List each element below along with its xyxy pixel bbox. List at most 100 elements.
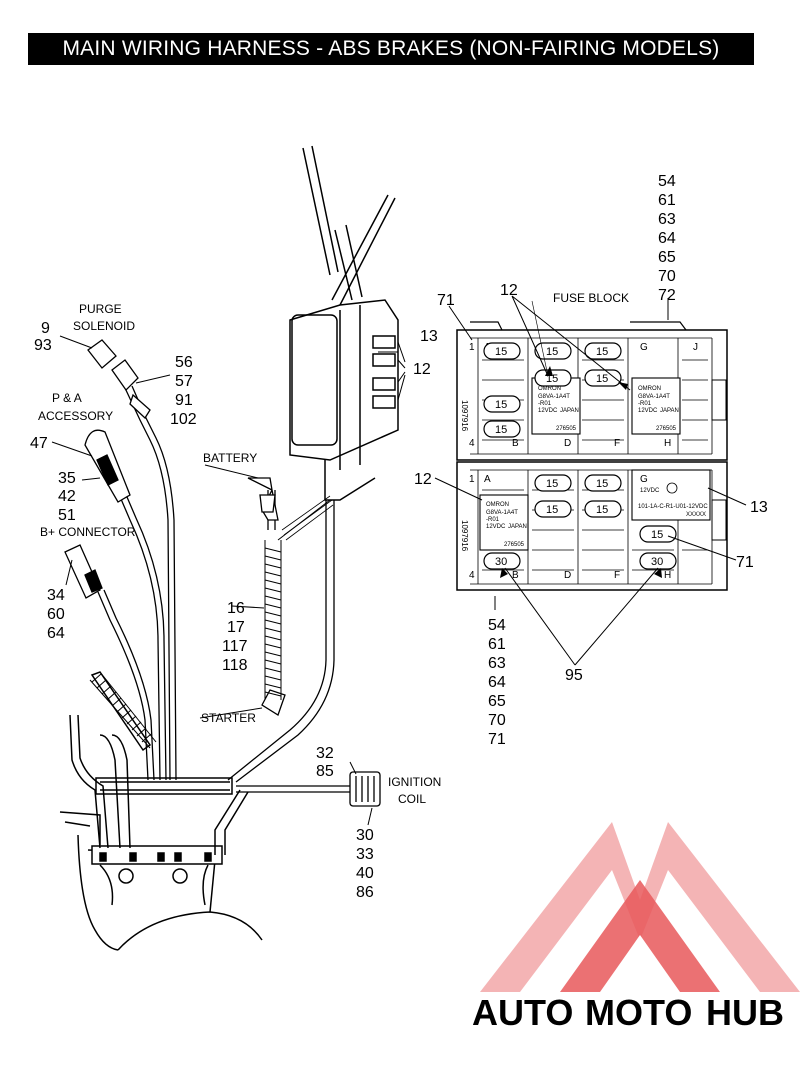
- svg-text:47: 47: [30, 435, 48, 452]
- svg-text:30: 30: [495, 556, 507, 568]
- left-coiled-conduit: [89, 671, 157, 749]
- connectors: [64, 339, 381, 807]
- svg-text:64: 64: [658, 230, 676, 247]
- svg-text:51: 51: [58, 507, 76, 524]
- harness-wires: [97, 385, 350, 793]
- svg-text:P & A: P & A: [52, 391, 82, 405]
- svg-text:XXXXX: XXXXX: [686, 512, 706, 518]
- svg-text:63: 63: [658, 211, 676, 228]
- leader-lines: [51, 335, 406, 826]
- svg-text:G8VA-1A4T: G8VA-1A4T: [486, 510, 518, 516]
- svg-text:40: 40: [356, 865, 374, 882]
- fuse-block: OMRON G8VA-1A4T -R01 12VDC JAPAN 276505 …: [434, 295, 747, 666]
- svg-text:BATTERY: BATTERY: [203, 451, 257, 465]
- page-title: MAIN WIRING HARNESS - ABS BRAKES (NON-FA…: [28, 33, 754, 65]
- svg-text:95: 95: [565, 667, 583, 684]
- relay-labels: OMRON G8VA-1A4T -R01 12VDC JAPAN 276505 …: [486, 386, 708, 548]
- svg-text:IGNITION: IGNITION: [388, 775, 441, 789]
- svg-text:118: 118: [222, 657, 248, 674]
- svg-text:H: H: [664, 570, 671, 581]
- svg-text:G8VA-1A4T: G8VA-1A4T: [538, 394, 570, 400]
- frame-assembly: [59, 145, 399, 951]
- svg-text:-R01: -R01: [638, 401, 652, 407]
- svg-text:61: 61: [488, 636, 506, 653]
- svg-text:276505: 276505: [504, 542, 525, 548]
- svg-text:70: 70: [658, 268, 676, 285]
- svg-text:15: 15: [596, 504, 608, 516]
- fuse-ratings: 15 15 15 15 15 15 15 15 15 15 15 15 30 3…: [495, 346, 663, 568]
- svg-text:65: 65: [488, 693, 506, 710]
- svg-text:42: 42: [58, 488, 76, 505]
- component-labels: PURGE SOLENOID P & A ACCESSORY B+ CONNEC…: [38, 291, 629, 806]
- svg-text:30: 30: [356, 827, 374, 844]
- svg-text:12: 12: [500, 282, 518, 299]
- svg-text:STARTER: STARTER: [201, 711, 256, 725]
- svg-text:F: F: [614, 570, 620, 581]
- watermark-logo: [480, 822, 800, 992]
- svg-text:D: D: [564, 438, 571, 449]
- svg-text:15: 15: [495, 346, 507, 358]
- svg-text:J: J: [693, 342, 698, 353]
- callout-numbers: 9 93 56 57 91 102 47 35 42 51 34 60 64 1…: [30, 173, 768, 901]
- svg-text:33: 33: [356, 846, 374, 863]
- purge-solenoid-connector: [87, 339, 117, 369]
- svg-text:SOLENOID: SOLENOID: [73, 319, 135, 333]
- svg-text:F: F: [614, 438, 620, 449]
- svg-text:54: 54: [658, 173, 676, 190]
- svg-text:15: 15: [546, 478, 558, 490]
- svg-text:276505: 276505: [556, 426, 577, 432]
- svg-text:71: 71: [437, 292, 455, 309]
- svg-text:FUSE BLOCK: FUSE BLOCK: [553, 291, 629, 305]
- svg-text:HUB: HUB: [706, 992, 784, 1033]
- svg-text:15: 15: [546, 504, 558, 516]
- svg-text:56: 56: [175, 354, 193, 371]
- svg-text:276505: 276505: [656, 426, 677, 432]
- svg-text:4: 4: [469, 570, 475, 581]
- svg-text:35: 35: [58, 470, 76, 487]
- svg-text:1: 1: [469, 474, 475, 485]
- svg-text:12VDC: 12VDC: [640, 488, 660, 494]
- fuse-block-side-code: 1097916: [460, 400, 469, 432]
- svg-text:15: 15: [596, 478, 608, 490]
- svg-text:102: 102: [170, 411, 197, 428]
- svg-text:17: 17: [227, 619, 245, 636]
- svg-text:101-1A-C-R1-U01-12VDC: 101-1A-C-R1-U01-12VDC: [638, 504, 708, 510]
- svg-text:71: 71: [736, 554, 754, 571]
- svg-text:15: 15: [546, 346, 558, 358]
- svg-text:85: 85: [316, 763, 334, 780]
- svg-text:JAPAN: JAPAN: [508, 524, 527, 530]
- svg-text:G: G: [640, 342, 648, 353]
- svg-text:72: 72: [658, 287, 676, 304]
- svg-text:13: 13: [420, 328, 438, 345]
- svg-text:13: 13: [750, 499, 768, 516]
- svg-text:H: H: [664, 438, 671, 449]
- svg-text:4: 4: [469, 438, 475, 449]
- relays: [479, 377, 711, 551]
- svg-text:12VDC: 12VDC: [638, 408, 658, 414]
- svg-text:D: D: [564, 570, 571, 581]
- svg-text:15: 15: [651, 529, 663, 541]
- svg-text:OMRON: OMRON: [486, 502, 509, 508]
- svg-text:B: B: [512, 570, 519, 581]
- svg-text:60: 60: [47, 606, 65, 623]
- svg-text:B+ CONNECTOR: B+ CONNECTOR: [40, 525, 136, 539]
- ignition-coil-connector: [349, 771, 381, 807]
- svg-text:30: 30: [651, 556, 663, 568]
- watermark-text: AUTO MOTO HUB: [472, 992, 784, 1033]
- starter-coil-harness: [261, 495, 334, 716]
- svg-text:COIL: COIL: [398, 792, 426, 806]
- svg-text:65: 65: [658, 249, 676, 266]
- svg-text:70: 70: [488, 712, 506, 729]
- svg-text:63: 63: [488, 655, 506, 672]
- svg-text:-R01: -R01: [538, 401, 552, 407]
- svg-text:9: 9: [41, 320, 50, 337]
- svg-text:ACCESSORY: ACCESSORY: [38, 409, 113, 423]
- svg-text:12VDC: 12VDC: [538, 408, 558, 414]
- svg-text:JAPAN: JAPAN: [560, 408, 579, 414]
- connector-56: [129, 393, 151, 420]
- svg-text:86: 86: [356, 884, 374, 901]
- svg-text:G: G: [640, 474, 648, 485]
- svg-text:15: 15: [596, 346, 608, 358]
- svg-text:57: 57: [175, 373, 193, 390]
